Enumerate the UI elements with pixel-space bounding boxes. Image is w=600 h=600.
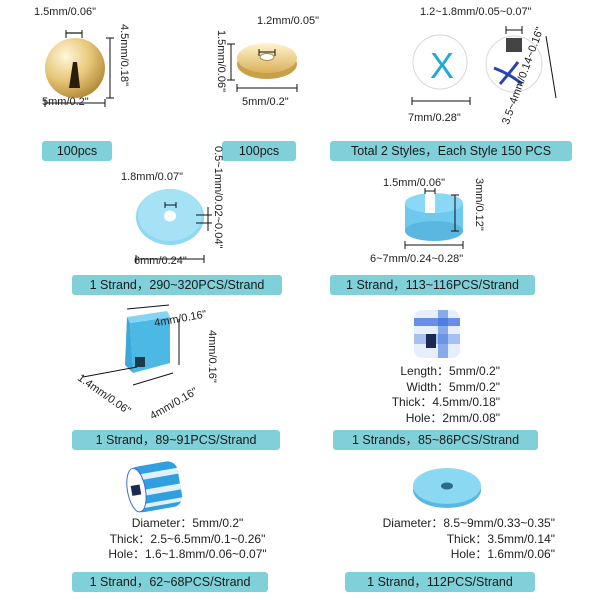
flat-round-hole: Hole：1.6mm/0.06" <box>450 547 555 561</box>
flat-round-bead <box>413 468 481 508</box>
cylinder-disc-bead <box>404 188 464 249</box>
heishi-thick-dim: 0.5~1mm/0.02~0.04" <box>212 146 224 249</box>
gold-ball-hole-dim: 1.5mm/0.06" <box>34 6 96 18</box>
gold-disc-bead <box>227 43 298 92</box>
tube-bead <box>126 461 184 513</box>
cylinder-disc-width-dim: 6~7mm/0.24~0.28" <box>370 253 464 265</box>
flat-round-qty-label: 1 Strand，112PCS/Strand <box>345 572 535 592</box>
striped-cube-qty-label: 1 Strands，85~86PCS/Strand <box>333 430 538 450</box>
letter-bead-front: X <box>411 34 471 105</box>
letter-bead-width-dim: 7mm/0.28" <box>408 112 461 124</box>
flat-round-diameter: Diameter：8.5~9mm/0.33~0.35" <box>382 516 555 530</box>
letter-bead-hole-dim: 1.2~1.8mm/0.05~0.07" <box>420 6 532 18</box>
gold-disc-width-dim: 5mm/0.2" <box>242 96 289 108</box>
tube-thick: Thick：2.5~6.5mm/0.1~0.26" <box>109 531 266 546</box>
cylinder-disc-qty-label: 1 Strand，113~116PCS/Strand <box>330 275 535 295</box>
cylinder-disc-hole-dim: 1.5mm/0.06" <box>383 177 445 189</box>
flat-round-thick: Thick：3.5mm/0.14" <box>446 531 555 546</box>
letter-beads-qty-label: Total 2 Styles，Each Style 150 PCS <box>330 141 572 161</box>
flat-round-specs: Diameter：8.5~9mm/0.33~0.35" Thick：3.5mm/… <box>345 516 555 563</box>
heishi-hole-dim: 1.8mm/0.07" <box>121 171 183 183</box>
tube-diameter: Diameter：5mm/0.2" <box>131 516 244 530</box>
gold-ball-qty-label: 100pcs <box>42 141 112 161</box>
striped-cube-bead <box>414 310 460 358</box>
cube-qty-label: 1 Strand，89~91PCS/Strand <box>72 430 280 450</box>
letter-bead-glyph: X <box>430 45 454 86</box>
cube-bead <box>82 304 180 386</box>
heishi-width-dim: 6mm/0.24" <box>134 255 187 267</box>
heishi-bead <box>135 189 212 263</box>
striped-cube-specs: Length：5mm/0.2" Width：5mm/0.2" Thick：4.5… <box>350 364 500 426</box>
tube-hole: Hole：1.6~1.8mm/0.06~0.07" <box>108 547 267 561</box>
gold-ball-bead <box>44 30 114 107</box>
striped-cube-thick: Thick：4.5mm/0.18" <box>391 395 500 409</box>
cylinder-disc-thick-dim: 3mm/0.12" <box>473 178 485 231</box>
heishi-qty-label: 1 Strand，290~320PCS/Strand <box>72 275 282 295</box>
gold-disc-height-dim: 1.5mm/0.06" <box>215 30 227 92</box>
striped-cube-length: Length：5mm/0.2" <box>400 364 500 378</box>
cube-side-dim: 4mm/0.16" <box>206 330 218 383</box>
gold-disc-qty-label: 100pcs <box>222 141 296 161</box>
striped-cube-width: Width：5mm/0.2" <box>406 379 500 394</box>
gold-ball-width-dim: 5mm/0.2" <box>42 96 89 108</box>
tube-qty-label: 1 Strand，62~68PCS/Strand <box>72 572 268 592</box>
tube-specs: Diameter：5mm/0.2" Thick：2.5~6.5mm/0.1~0.… <box>100 516 275 563</box>
gold-ball-height-dim: 4.5mm/0.18" <box>118 24 130 86</box>
letter-bead-side <box>485 26 557 99</box>
gold-disc-hole-dim: 1.2mm/0.05" <box>257 15 319 27</box>
striped-cube-hole: Hole：2mm/0.08" <box>405 410 500 425</box>
